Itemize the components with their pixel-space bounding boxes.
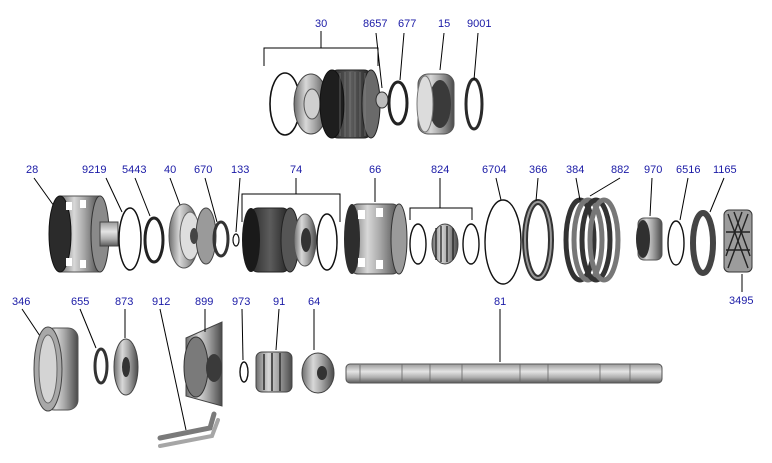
part-91: [255, 308, 293, 393]
callout-81[interactable]: 81: [494, 296, 507, 308]
part-873: [113, 309, 139, 396]
callout-3495[interactable]: 3495: [729, 295, 754, 307]
part-655: [79, 308, 109, 385]
callout-912[interactable]: 912: [152, 296, 171, 308]
part-5443: [134, 177, 165, 264]
callout-28[interactable]: 28: [26, 164, 39, 176]
part-133: [232, 177, 241, 247]
part-group-824: [409, 178, 480, 265]
part-40: [168, 177, 217, 269]
callout-677[interactable]: 677: [398, 18, 417, 30]
callout-899[interactable]: 899: [195, 296, 214, 308]
part-346: [21, 308, 79, 412]
callout-973[interactable]: 973: [232, 296, 251, 308]
callout-670[interactable]: 670: [194, 164, 213, 176]
callout-15[interactable]: 15: [438, 18, 451, 30]
part-6704: [484, 177, 522, 285]
callout-384[interactable]: 384: [566, 164, 585, 176]
part-15: [416, 32, 455, 135]
callout-91[interactable]: 91: [273, 296, 286, 308]
part-970: [636, 177, 663, 261]
callout-6516[interactable]: 6516: [676, 164, 701, 176]
part-group-384-882: [563, 177, 621, 283]
part-81: [345, 309, 663, 384]
callout-8657[interactable]: 8657: [363, 18, 388, 30]
part-group-74: [241, 178, 341, 273]
part-3495: [723, 209, 753, 292]
callout-882[interactable]: 882: [611, 164, 630, 176]
callout-9001[interactable]: 9001: [467, 18, 492, 30]
callout-74[interactable]: 74: [290, 164, 303, 176]
callout-5443[interactable]: 5443: [122, 164, 147, 176]
callout-6704[interactable]: 6704: [482, 164, 507, 176]
part-group-30: [263, 31, 381, 139]
callout-824[interactable]: 824: [431, 164, 450, 176]
callout-346[interactable]: 346: [12, 296, 31, 308]
part-670: [204, 177, 230, 258]
part-66: [344, 178, 408, 275]
part-912: [157, 308, 220, 448]
part-366: [522, 177, 554, 281]
part-64: [301, 309, 335, 394]
part-9219: [105, 177, 142, 271]
callout-133[interactable]: 133: [231, 164, 250, 176]
callout-64[interactable]: 64: [308, 296, 321, 308]
callout-66[interactable]: 66: [369, 164, 382, 176]
callout-1165[interactable]: 1165: [713, 164, 737, 176]
part-9001: [464, 32, 484, 131]
part-973: [239, 308, 249, 383]
part-899: [183, 309, 223, 407]
callout-366[interactable]: 366: [529, 164, 548, 176]
part-8657: [375, 32, 389, 109]
callout-655[interactable]: 655: [71, 296, 90, 308]
callout-873[interactable]: 873: [115, 296, 134, 308]
callout-30[interactable]: 30: [315, 18, 328, 30]
callout-40[interactable]: 40: [164, 164, 177, 176]
part-1165: [690, 177, 725, 276]
part-6516: [667, 177, 689, 266]
callout-9219[interactable]: 9219: [82, 164, 107, 176]
part-28: [33, 177, 119, 273]
part-677: [387, 32, 409, 126]
callout-970[interactable]: 970: [644, 164, 663, 176]
